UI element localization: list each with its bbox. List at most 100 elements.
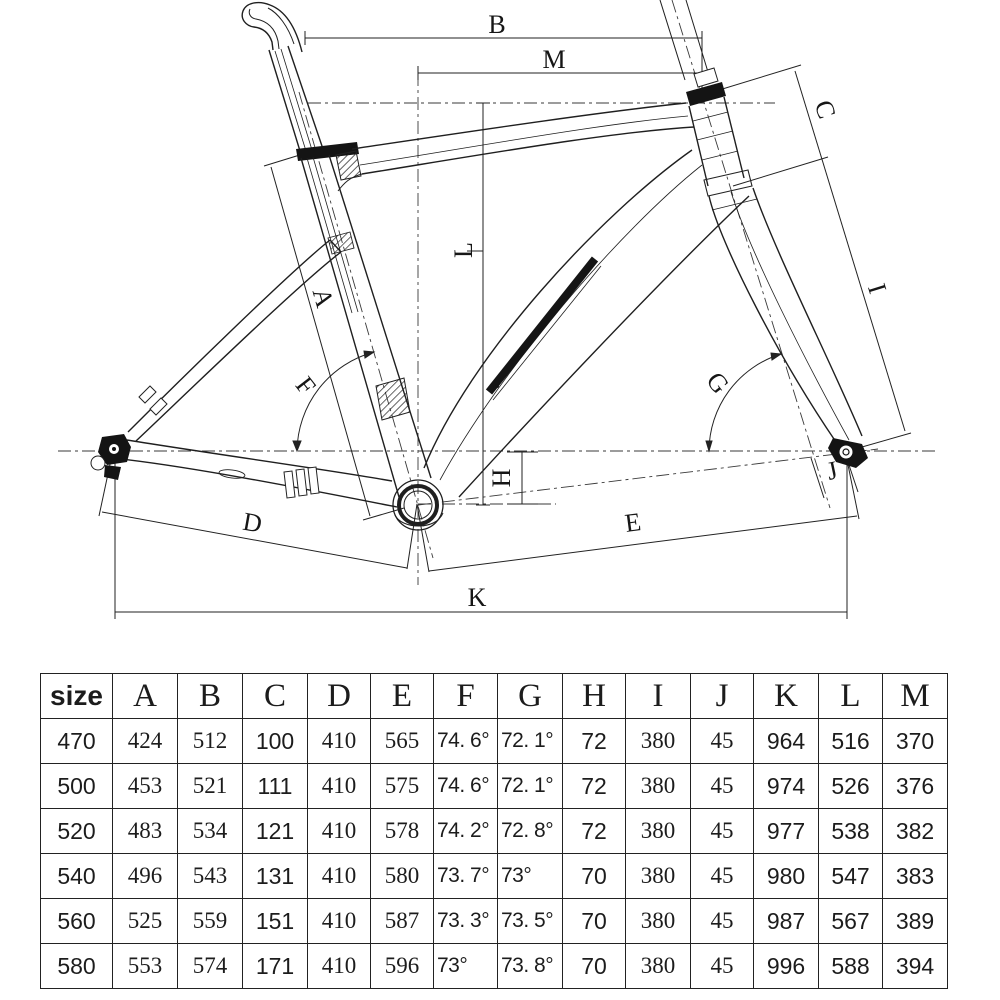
table-cell: 410 (307, 898, 371, 944)
table-cell: 72 (562, 763, 626, 809)
dim-H (507, 451, 538, 505)
header-cell-G: G (497, 673, 563, 719)
dim-D (98, 454, 408, 569)
rear-dropout (90, 434, 131, 480)
bike-frame (90, 0, 868, 531)
table-cell: 410 (307, 718, 371, 764)
table-cell: 73. 5° (497, 898, 563, 944)
construction-lines (58, 0, 935, 585)
table-cell: 483 (112, 808, 178, 854)
dim-label-B: B (488, 10, 505, 39)
battery-slot (485, 256, 599, 395)
table-cell: 560 (40, 898, 113, 944)
table-cell: 974 (753, 763, 819, 809)
table-cell: 470 (40, 718, 113, 764)
table-cell: 977 (753, 808, 819, 854)
table-cell: 525 (112, 898, 178, 944)
dim-label-C: C (809, 97, 842, 122)
dim-G-arc (708, 353, 782, 452)
table-cell: 389 (882, 898, 948, 944)
dim-label-G: G (700, 366, 734, 399)
seat-tube (300, 154, 432, 498)
dim-M (417, 66, 702, 80)
table-cell: 521 (177, 763, 243, 809)
header-cell-C: C (242, 673, 308, 719)
dimension-lines (98, 31, 912, 619)
table-cell: 72 (562, 718, 626, 764)
dim-A (263, 153, 405, 521)
table-cell: 565 (370, 718, 434, 764)
table-cell: 534 (177, 808, 243, 854)
bb-front-axle-line (417, 448, 879, 506)
dim-label-K: K (468, 583, 487, 612)
table-cell: 526 (818, 763, 883, 809)
table-cell: 171 (242, 943, 308, 989)
dim-F-arc (296, 351, 375, 452)
table-cell: 45 (690, 853, 754, 899)
table-cell: 380 (625, 943, 691, 989)
table-cell: 996 (753, 943, 819, 989)
fork (708, 187, 863, 443)
table-cell: 410 (307, 763, 371, 809)
table-cell: 543 (177, 853, 243, 899)
table-cell: 74. 6° (433, 718, 498, 764)
table-cell: 964 (753, 718, 819, 764)
table-cell: 121 (242, 808, 308, 854)
table-cell: 72. 1° (497, 718, 563, 764)
top-tube (337, 102, 695, 192)
dim-L (467, 102, 490, 506)
table-cell: 111 (242, 763, 308, 809)
down-tube (423, 149, 750, 498)
table-cell: 538 (818, 808, 883, 854)
header-cell-L: L (818, 673, 883, 719)
table-cell: 74. 6° (433, 763, 498, 809)
seat-stays (127, 231, 355, 442)
header-cell-H: H (562, 673, 626, 719)
table-cell: 70 (562, 898, 626, 944)
table-cell: 540 (40, 853, 113, 899)
table-cell: 73. 8° (497, 943, 563, 989)
table-cell: 574 (177, 943, 243, 989)
chain-stays (120, 439, 398, 508)
seatpost (268, 45, 324, 152)
dim-label-I: I (862, 280, 892, 297)
table-cell: 73° (497, 853, 563, 899)
dim-K (114, 456, 848, 619)
table-cell: 70 (562, 853, 626, 899)
table-cell: 380 (625, 808, 691, 854)
header-cell-F: F (433, 673, 498, 719)
table-cell: 410 (307, 808, 371, 854)
seat-tube-axis (298, 91, 434, 559)
table-cell: 575 (370, 763, 434, 809)
table-cell: 580 (40, 943, 113, 989)
table-cell: 567 (818, 898, 883, 944)
table-cell: 580 (370, 853, 434, 899)
table-cell: 72. 1° (497, 763, 563, 809)
table-cell: 424 (112, 718, 178, 764)
table-cell: 410 (307, 853, 371, 899)
table-cell: 380 (625, 898, 691, 944)
table-cell: 559 (177, 898, 243, 944)
table-cell: 596 (370, 943, 434, 989)
dim-label-E: E (623, 507, 643, 538)
header-cell-D: D (307, 673, 371, 719)
derailleur-mount (375, 377, 411, 421)
dimension-letters: B M C L A I F G H J D E K (241, 10, 893, 612)
table-cell: 380 (625, 853, 691, 899)
table-cell: 516 (818, 718, 883, 764)
front-dropout (828, 438, 868, 468)
bottom-bracket (392, 479, 444, 531)
dim-label-A: A (307, 285, 340, 311)
table-cell: 512 (177, 718, 243, 764)
table-cell: 980 (753, 853, 819, 899)
table-cell: 588 (818, 943, 883, 989)
table-cell: 394 (882, 943, 948, 989)
table-cell: 70 (562, 943, 626, 989)
